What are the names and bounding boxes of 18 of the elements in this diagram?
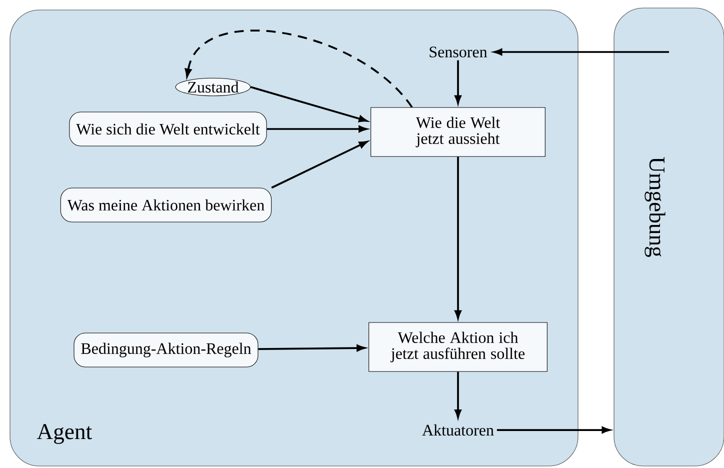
rounded-box: Bedingung-Aktion-Regeln [74,332,258,368]
arrow [494,48,669,56]
sensor-label: Sensoren [430,46,488,58]
arrow [258,344,366,352]
arrow [454,372,462,418]
actuator-label: Aktuatoren [422,424,494,436]
process-box: Wie die Welt jetzt aussieht [370,107,546,157]
arrow [266,126,368,132]
arrow [250,86,368,122]
dashed-arrow [184,30,413,108]
rounded-box: Wie sich die Welt entwickelt [69,112,267,146]
arrow [496,426,610,434]
environment-box: Umgebung [614,8,724,466]
arrow [271,140,368,189]
process-box: Welche Aktion ich jetzt ausführen sollte [368,322,548,372]
rounded-box: Was meine Aktionen bewirken [60,188,272,222]
arrow [454,60,462,104]
arrow [454,156,462,319]
